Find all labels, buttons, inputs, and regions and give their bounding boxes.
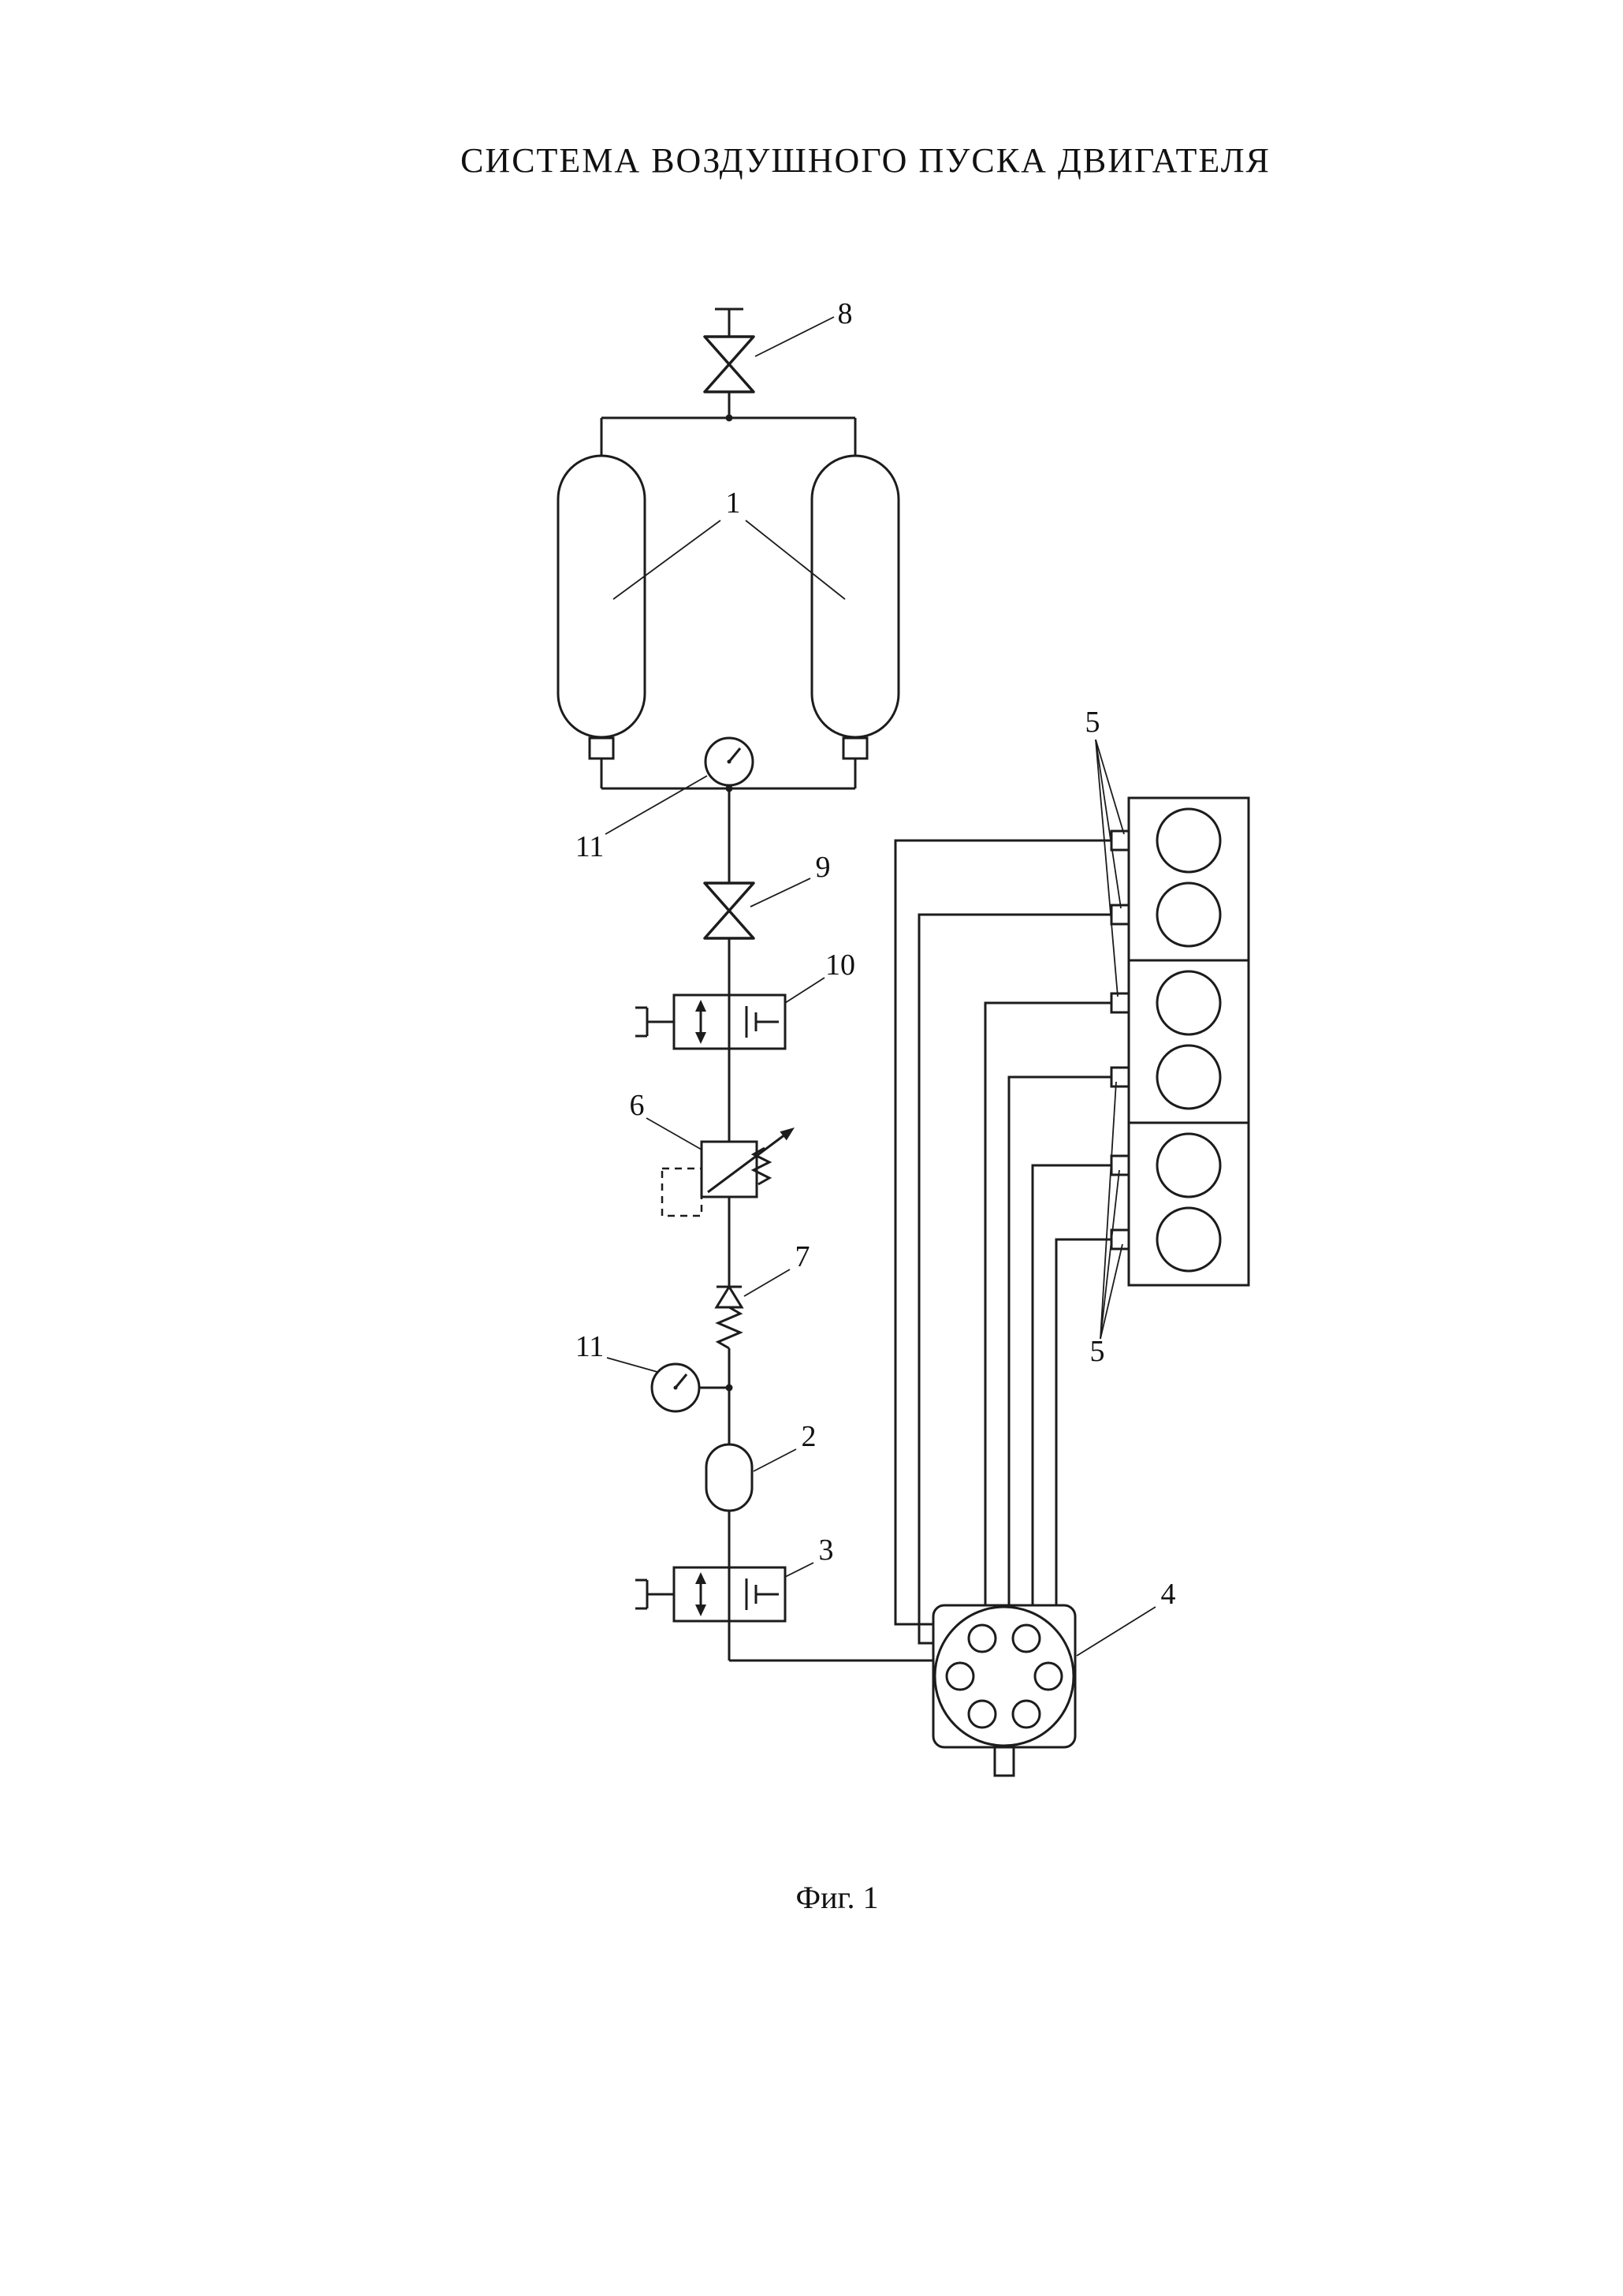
leader-8 (754, 316, 835, 357)
label-1: 1 (726, 486, 741, 520)
leader-11-top (605, 775, 708, 835)
label-8: 8 (838, 297, 853, 330)
pressure-regulator-6 (661, 1128, 795, 1217)
label-11-bottom: 11 (575, 1330, 605, 1363)
receiver-2 (705, 1443, 754, 1512)
label-5-bottom: 5 (1090, 1335, 1105, 1368)
pressure-gauge-top (704, 736, 754, 787)
label-4: 4 (1161, 1578, 1176, 1611)
leader-4 (1076, 1606, 1156, 1657)
label-11-top: 11 (575, 830, 605, 863)
fill-valve-8 (703, 335, 755, 393)
leader-3 (784, 1562, 814, 1578)
figure-title: СИСТЕМА ВОЗДУШНОГО ПУСКА ДВИГАТЕЛЯ (460, 141, 1271, 180)
leader-7 (743, 1269, 791, 1297)
leader-9 (750, 878, 811, 908)
label-7: 7 (795, 1240, 810, 1273)
label-3: 3 (819, 1534, 834, 1567)
label-6: 6 (630, 1089, 645, 1122)
pressure-gauge-bottom (650, 1362, 701, 1413)
leader-5-top-b (1095, 739, 1122, 909)
air-cylinder-left (557, 454, 646, 760)
leader-lines (605, 316, 1156, 1657)
leader-1-right (745, 520, 846, 600)
shutoff-valve-9 (703, 882, 755, 940)
label-2: 2 (802, 1420, 817, 1453)
leader-10 (784, 977, 825, 1004)
leader-5-top-c (1095, 739, 1119, 997)
air-distributor-4 (932, 1604, 1077, 1777)
leader-5-bottom-c (1100, 1081, 1117, 1340)
leader-5-top-a (1095, 739, 1125, 835)
air-cylinder-right (810, 454, 900, 760)
label-10: 10 (825, 949, 855, 982)
reference-labels: 8 1 11 9 10 6 7 11 2 3 4 5 5 (575, 297, 1176, 1611)
solenoid-valve-10 (634, 993, 787, 1050)
pipework (600, 308, 1111, 1662)
leader-6 (646, 1117, 702, 1150)
label-9: 9 (816, 851, 831, 884)
leader-5-bottom-a (1100, 1243, 1123, 1340)
check-valve-7 (714, 1284, 744, 1350)
leader-11-bottom (606, 1357, 658, 1373)
leader-2 (753, 1448, 797, 1472)
engine-block-5 (1110, 796, 1250, 1287)
label-5-top: 5 (1085, 706, 1100, 739)
start-valve-fittings (1110, 829, 1130, 1250)
figure-caption: Фиг. 1 (796, 1880, 879, 1915)
leader-1-left (612, 520, 721, 600)
leader-5-bottom-b (1100, 1169, 1120, 1340)
solenoid-valve-3 (634, 1566, 787, 1623)
